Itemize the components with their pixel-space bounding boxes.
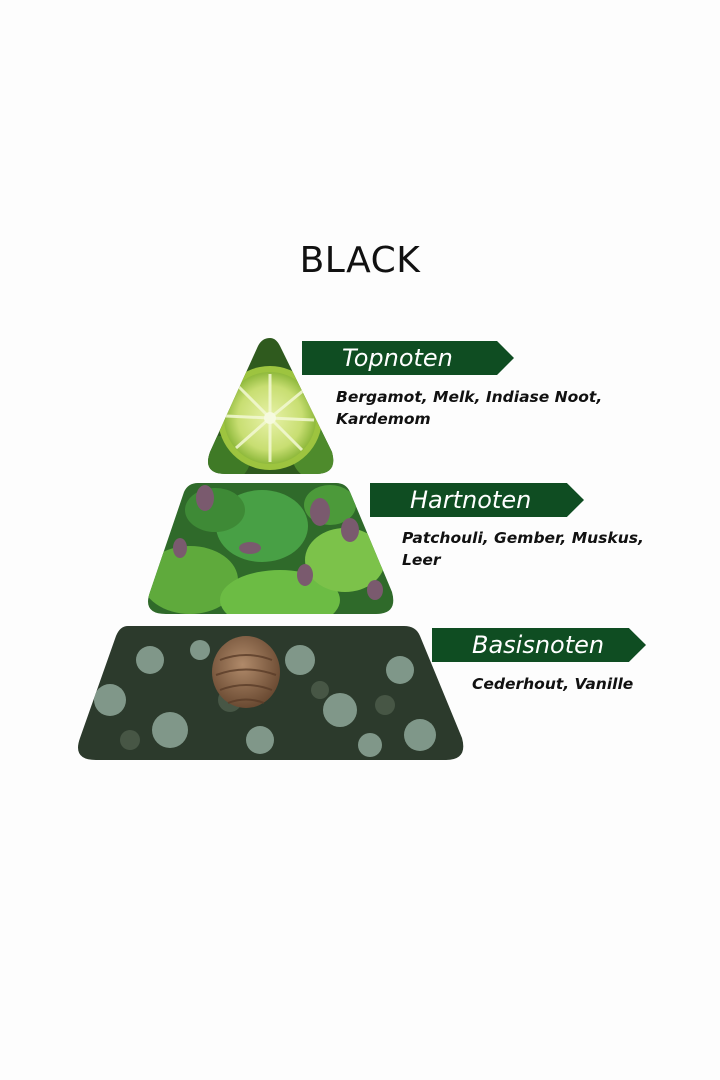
tier-banner-top: Topnoten (302, 341, 514, 375)
tier-banner-middle: Hartnoten (370, 483, 584, 517)
cedar-cone-image (78, 626, 464, 760)
tier-notes-top: Bergamot, Melk, Indiase Noot, Kardemom (336, 388, 603, 428)
tier-banner-bottom: Basisnoten (432, 628, 646, 662)
tier-notes-middle: Patchouli, Gember, Muskus, Leer (402, 529, 644, 569)
page-title: BLACK (299, 240, 421, 281)
patchouli-leaves-image (148, 483, 394, 614)
tier-notes-bottom: Cederhout, Vanille (472, 675, 634, 693)
